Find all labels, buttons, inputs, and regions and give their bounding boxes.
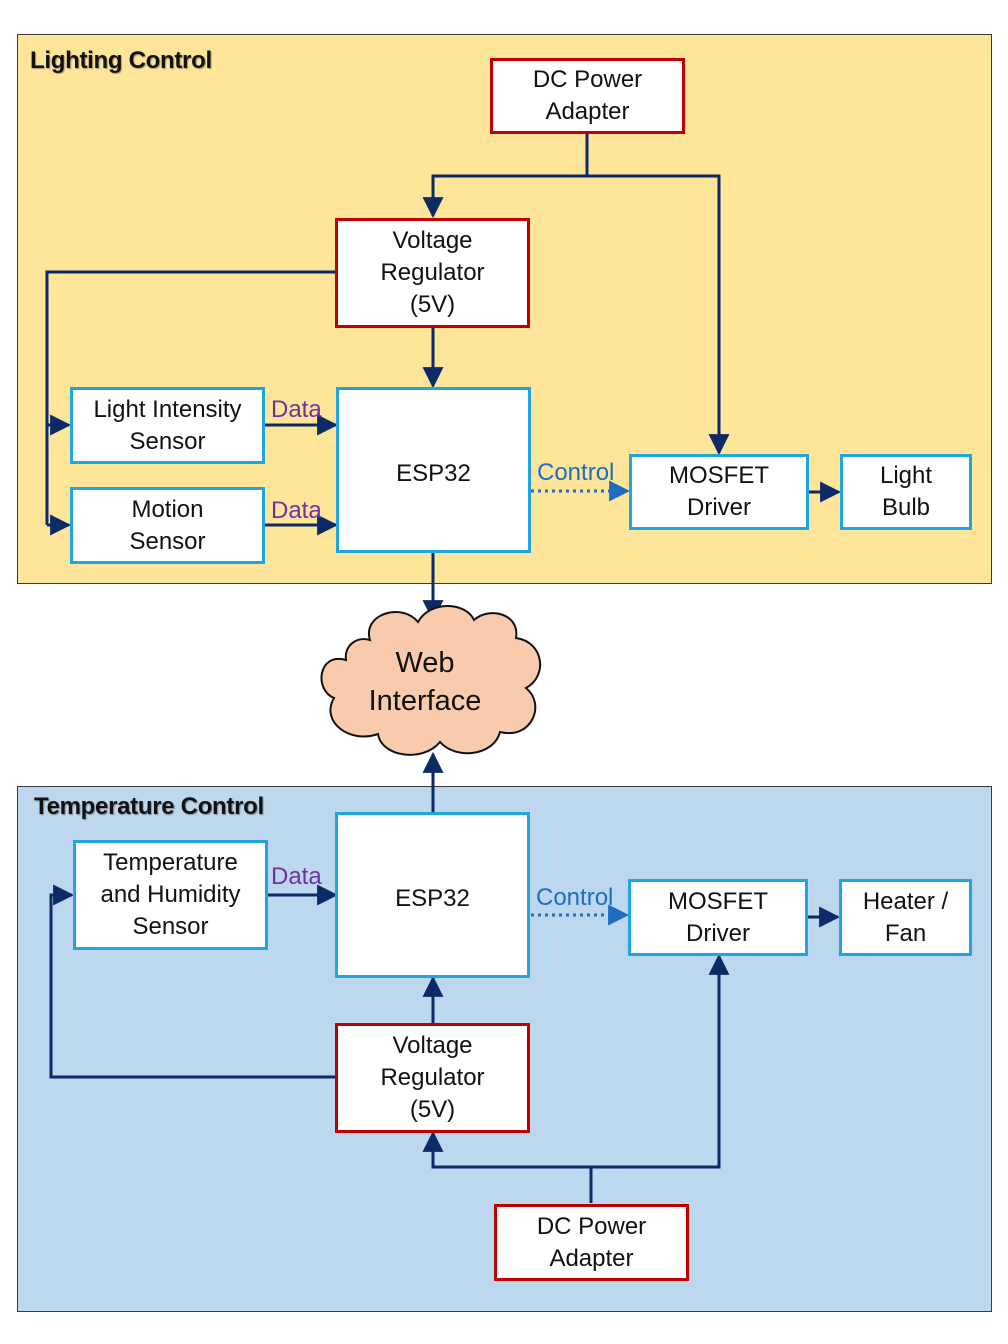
- wire-regulator-to-sensors: [45, 270, 336, 525]
- temperature-control-label: Control: [536, 884, 614, 911]
- wire-regulator-to-temp-sensor: [49, 884, 336, 1079]
- lighting-mosfet-driver: MOSFET Driver: [629, 454, 809, 530]
- lighting-data-label-2: Data: [271, 497, 322, 524]
- temperature-dc-power-adapter: DC Power Adapter: [494, 1204, 689, 1281]
- lighting-dc-power-adapter: DC Power Adapter: [490, 58, 685, 134]
- lighting-voltage-regulator: Voltage Regulator (5V): [335, 218, 530, 328]
- lighting-data-label-1: Data: [271, 396, 322, 423]
- temperature-voltage-regulator: Voltage Regulator (5V): [335, 1023, 530, 1133]
- lighting-esp32: ESP32: [336, 387, 531, 553]
- web-interface-label: Web Interface: [368, 647, 482, 717]
- lighting-control-title: Lighting Control: [30, 47, 212, 74]
- web-interface-cloud: [320, 605, 542, 756]
- wire-dc-to-regulator-bottom: [422, 1130, 593, 1203]
- wire-dc-to-mosfet-bottom: [591, 953, 730, 1169]
- temperature-mosfet-driver: MOSFET Driver: [628, 879, 808, 956]
- temperature-data-label: Data: [271, 863, 322, 890]
- wire-dc-to-mosfet-top: [587, 174, 730, 456]
- light-intensity-sensor: Light Intensity Sensor: [70, 387, 265, 464]
- lighting-control-label: Control: [537, 459, 615, 486]
- wire-dc-to-regulator-top: [422, 133, 589, 219]
- temperature-control-title: Temperature Control: [34, 793, 264, 820]
- temperature-humidity-sensor: Temperature and Humidity Sensor: [73, 840, 268, 950]
- motion-sensor: Motion Sensor: [70, 487, 265, 564]
- light-bulb: Light Bulb: [840, 454, 972, 530]
- temperature-esp32: ESP32: [335, 812, 530, 978]
- heater-fan: Heater / Fan: [839, 879, 972, 956]
